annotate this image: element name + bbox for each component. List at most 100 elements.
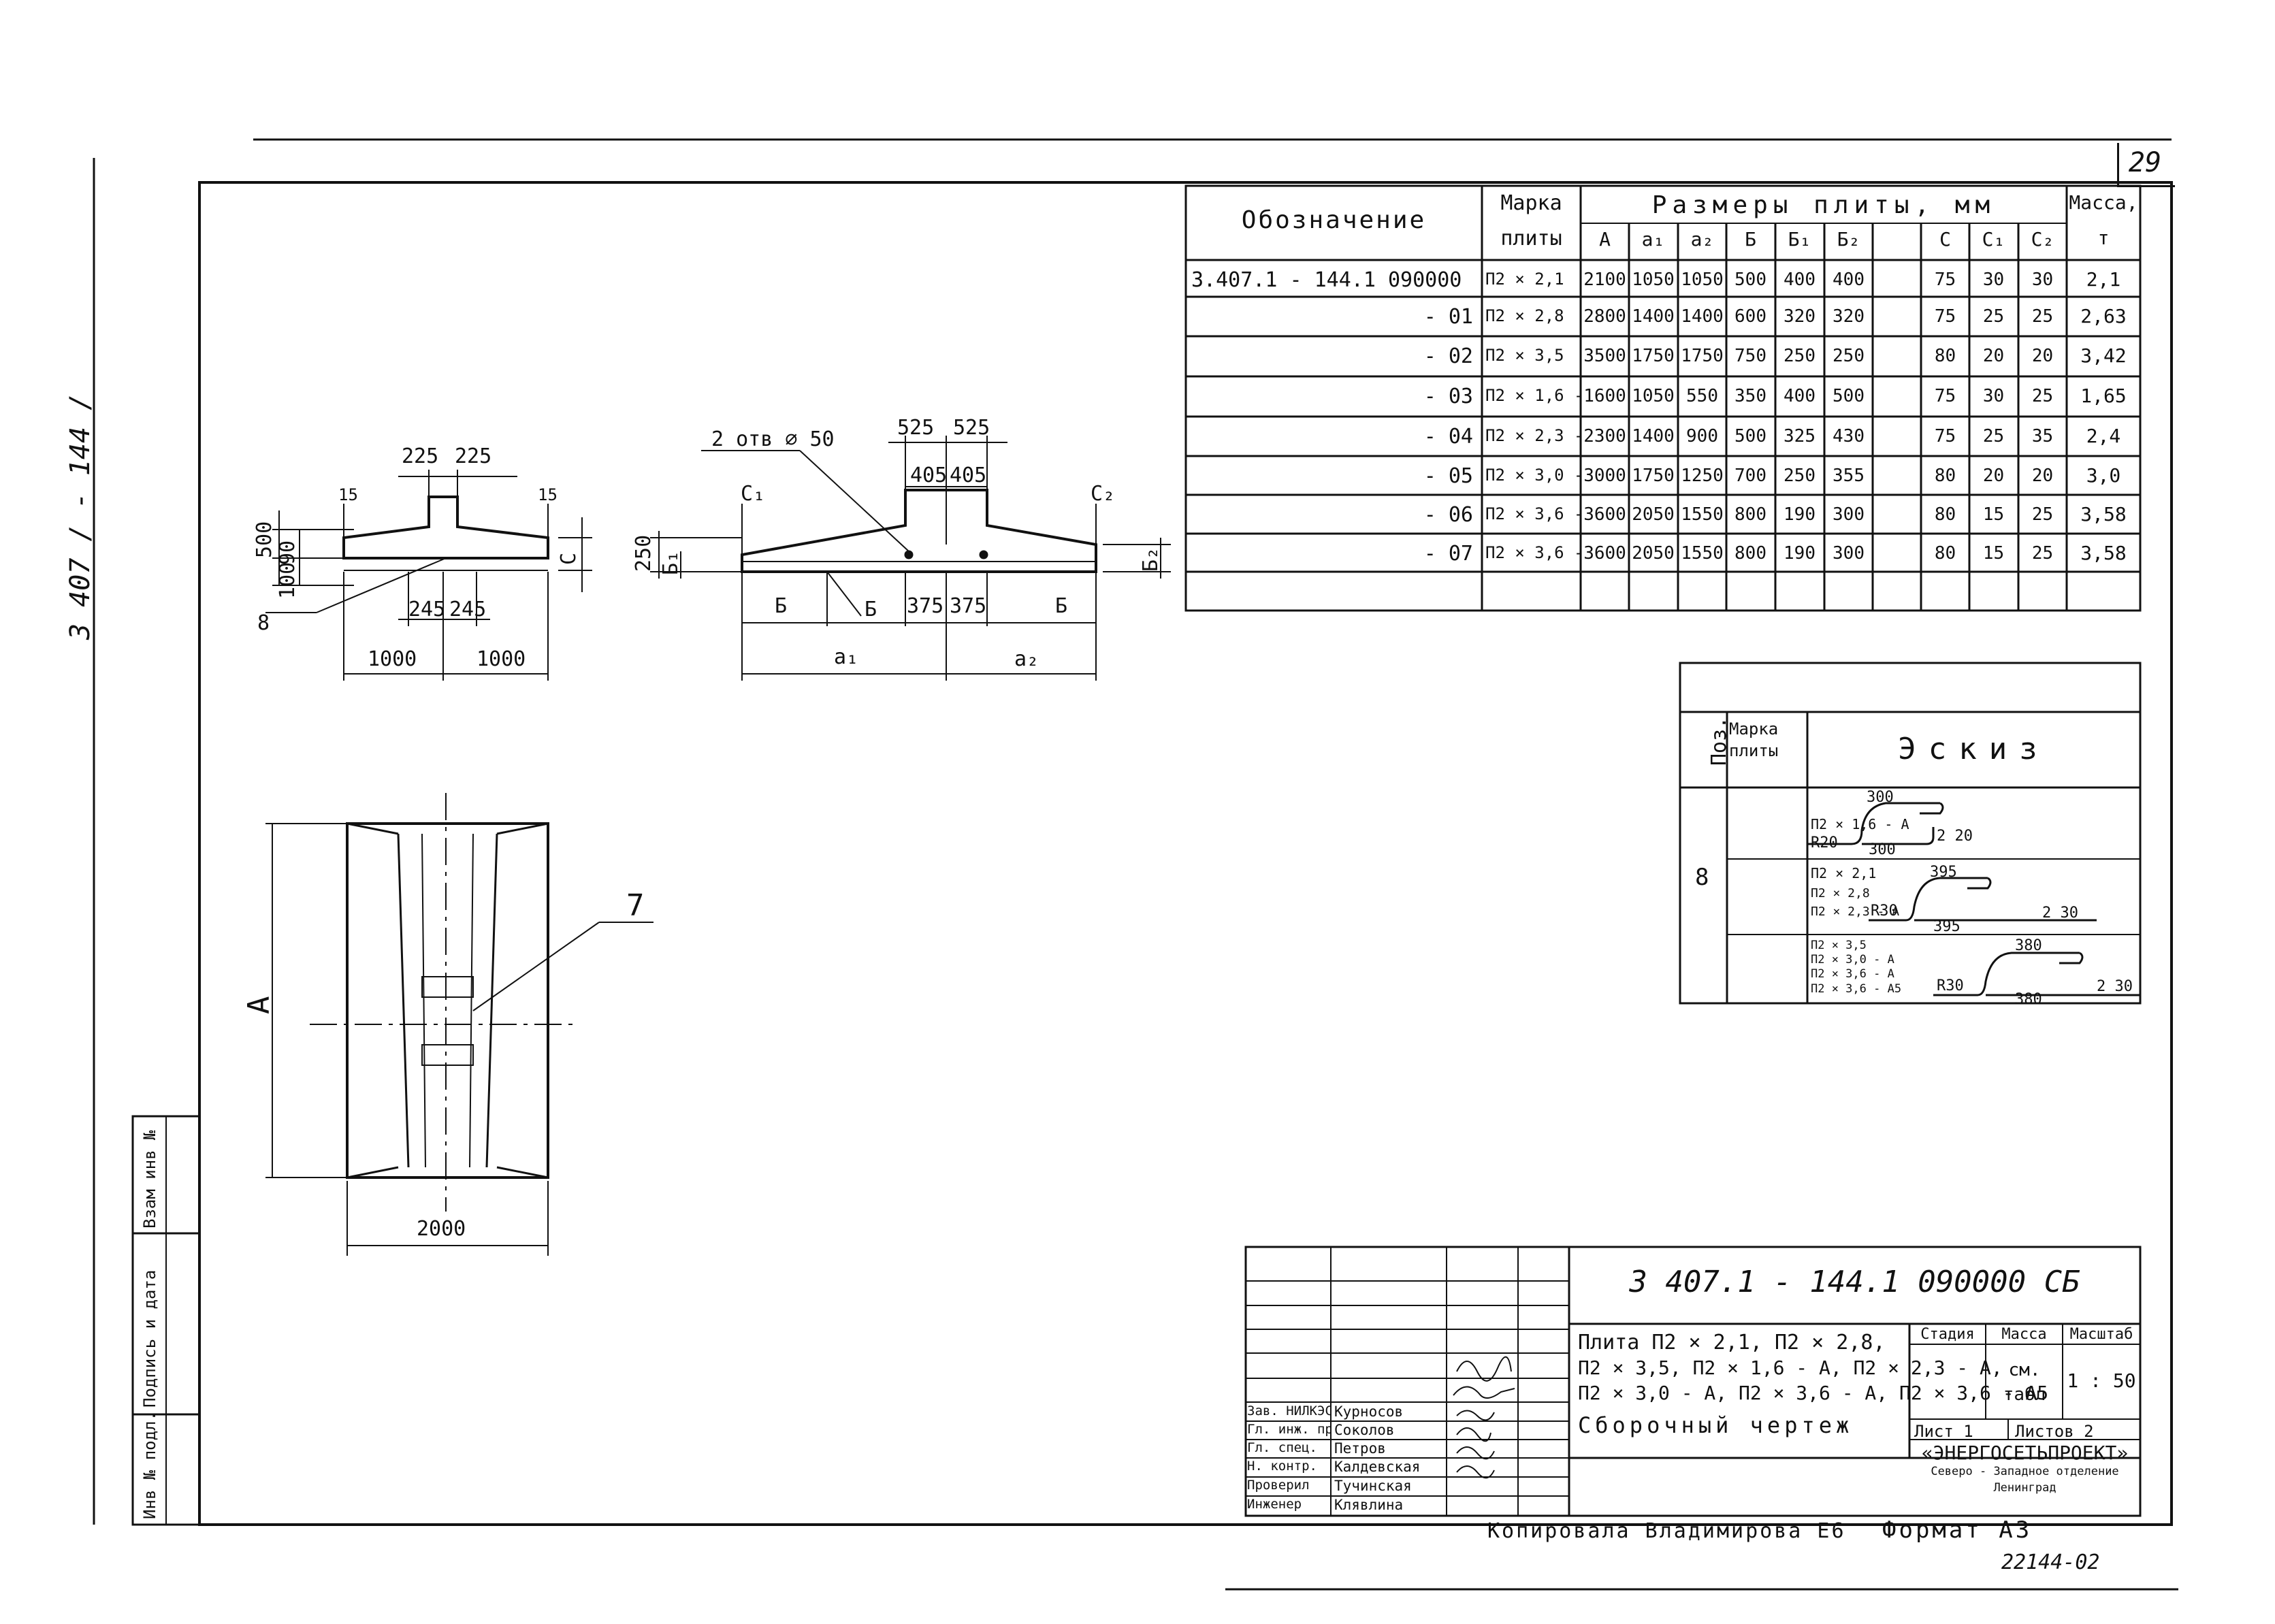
row-value: 30 (1982, 270, 2005, 290)
sketch-r2-mark-1: П2 × 2,1 (1811, 865, 1876, 881)
row-value: 30 (1982, 386, 2005, 406)
spec-table: Обозначение Марка плиты Размеры плиты, м… (1186, 186, 2140, 611)
row-value: 800 (1735, 543, 1766, 564)
row-mass: 2,1 (2086, 268, 2121, 291)
dim-225-a: 225 (402, 444, 438, 468)
row-value: 1050 (1632, 386, 1675, 406)
tb-role: Гл. инж. пр (1247, 1422, 1330, 1437)
row-value: 25 (2031, 306, 2054, 327)
hdr-mass: Масса, (2069, 191, 2138, 214)
row-value: 550 (1686, 386, 1718, 406)
tb-title-1: Плита П2 × 2,1, П2 × 2,8, (1578, 1331, 1886, 1354)
row-mark: П2 × 3,6 - А (1485, 504, 1581, 523)
size-col-header: Б₁ (1788, 228, 1811, 250)
row-value: 430 (1833, 426, 1865, 446)
row-value: 3600 (1583, 504, 1626, 525)
tb-mass-label: Масса (2001, 1326, 2047, 1343)
row-value: 1400 (1681, 306, 1724, 327)
label-c2: С₂ (1091, 482, 1115, 506)
size-col-header: С (1939, 228, 1951, 250)
label-a2: а₂ (1014, 647, 1039, 671)
row-value: 2100 (1583, 270, 1626, 290)
row-mass: 3,0 (2086, 464, 2121, 487)
label-b-right: Б (1055, 594, 1067, 618)
sketch-r2-mark-3: П2 × 2,3 - А (1811, 905, 1899, 919)
dim-500: 500 (253, 521, 276, 558)
hdr-mark2: плиты (1500, 227, 1562, 250)
plan-labels: А 2000 7 (242, 888, 645, 1241)
row-value: 25 (2031, 543, 2054, 564)
view1-dimensions: 225 225 15 15 500 90 100 С 245 245 1000 … (253, 444, 581, 671)
tb-role: Гл. спец. (1247, 1440, 1317, 1455)
size-col-header: Б (1745, 228, 1756, 250)
dim-1000-a: 1000 (368, 647, 417, 671)
sketch-r3-mark-1: П2 × 3,5 (1811, 939, 1867, 952)
label-a1: а₁ (834, 645, 858, 669)
row-value: 400 (1784, 386, 1816, 406)
row-value: 80 (1934, 466, 1956, 486)
sketch-r1-len-top: 300 (1867, 789, 1894, 806)
row-value: 250 (1784, 346, 1816, 366)
row-value: 15 (1982, 543, 2005, 564)
row-mass: 1,65 (2080, 385, 2127, 407)
row-mark: П2 × 2,3 - А (1485, 426, 1581, 445)
tb-name: Клявлина (1334, 1497, 1404, 1513)
row-mass: 3,58 (2080, 503, 2127, 525)
row-value: 20 (2031, 346, 2054, 366)
sketch-r3-mark-2: П2 × 3,0 - А (1811, 953, 1894, 967)
row-value: 250 (1784, 466, 1816, 486)
pos-label: Поз. (1707, 717, 1731, 766)
tb-name: Калдевская (1334, 1459, 1421, 1475)
row-value: 1750 (1632, 466, 1675, 486)
sketch-label: Эскиз (1898, 732, 2050, 766)
tb-title-3: П2 × 3,0 - А, П2 × 3,6 - А, П2 × 3,6 - А… (1578, 1382, 2049, 1404)
row-value: 75 (1934, 270, 1956, 290)
row-value: 190 (1784, 543, 1816, 564)
sketch-r3-mark-3: П2 × 3,6 - А (1811, 967, 1894, 981)
tb-role: Зав. НИЛКЭС (1247, 1403, 1330, 1418)
row-value: 2050 (1632, 504, 1675, 525)
copied-by: Копировала Владимирова Е6 (1487, 1519, 1846, 1543)
row-mark: П2 × 3,0 - А (1485, 466, 1581, 485)
tb-name: Соколов (1334, 1422, 1395, 1438)
tb-subtitle: Сборочный чертеж (1578, 1412, 1854, 1438)
dim-90: 90 (276, 540, 300, 565)
row-value: 1400 (1632, 306, 1675, 327)
tb-scale-value: 1 : 50 (2067, 1369, 2136, 1392)
sketch-mark-label: Марка плиты (1729, 719, 1779, 760)
view2-dimensions: 2 отв ⌀ 50 525 525 405 405 С₁ С₂ 250 Б₁ … (632, 416, 1163, 671)
dim-245-b: 245 (449, 598, 486, 621)
row-mark: П2 × 3,6 - А5 (1485, 543, 1581, 562)
tb-role: Инженер (1247, 1497, 1302, 1512)
row-mark: П2 × 2,1 (1485, 270, 1564, 289)
dim-15-a: 15 (338, 485, 358, 504)
row-value: 1050 (1681, 270, 1724, 290)
pos-8-label: 8 (257, 611, 270, 635)
row-value: 20 (1982, 466, 2005, 486)
side-code: 3 407 / - 144 / (65, 393, 96, 640)
row-value: 900 (1686, 426, 1718, 446)
row-value: 1750 (1632, 346, 1675, 366)
size-col-header: а₂ (1690, 228, 1714, 250)
sketch-labels: Поз. 8 П2 × 1,6 - А R20 300 300 2 20 П2 … (1695, 717, 2133, 1008)
row-value: 1050 (1632, 270, 1675, 290)
label-b2: Б₂ (1139, 547, 1163, 572)
row-designation: - 06 (1423, 503, 1473, 527)
tb-name: Петров (1334, 1440, 1386, 1457)
row-designation: - 07 (1423, 542, 1473, 566)
signatures (1453, 1356, 1515, 1479)
sketch-r2-len: 395 (1933, 918, 1961, 935)
sketch-r3-tail: 2 30 (2097, 978, 2133, 995)
format: Формат А3 (1882, 1516, 2033, 1544)
row-value: 750 (1735, 346, 1766, 366)
dim-405-b: 405 (950, 464, 986, 487)
row-value: 700 (1735, 466, 1766, 486)
row-value: 25 (2031, 386, 2054, 406)
label-b-left: Б (775, 594, 787, 618)
row-value: 75 (1934, 386, 1956, 406)
tb-mass-value: см. табл (2003, 1360, 2046, 1405)
row-mass: 2,4 (2086, 425, 2121, 447)
dim-245-a: 245 (408, 598, 445, 621)
dim-1000-b: 1000 (477, 647, 526, 671)
letter-c: С (557, 553, 581, 565)
